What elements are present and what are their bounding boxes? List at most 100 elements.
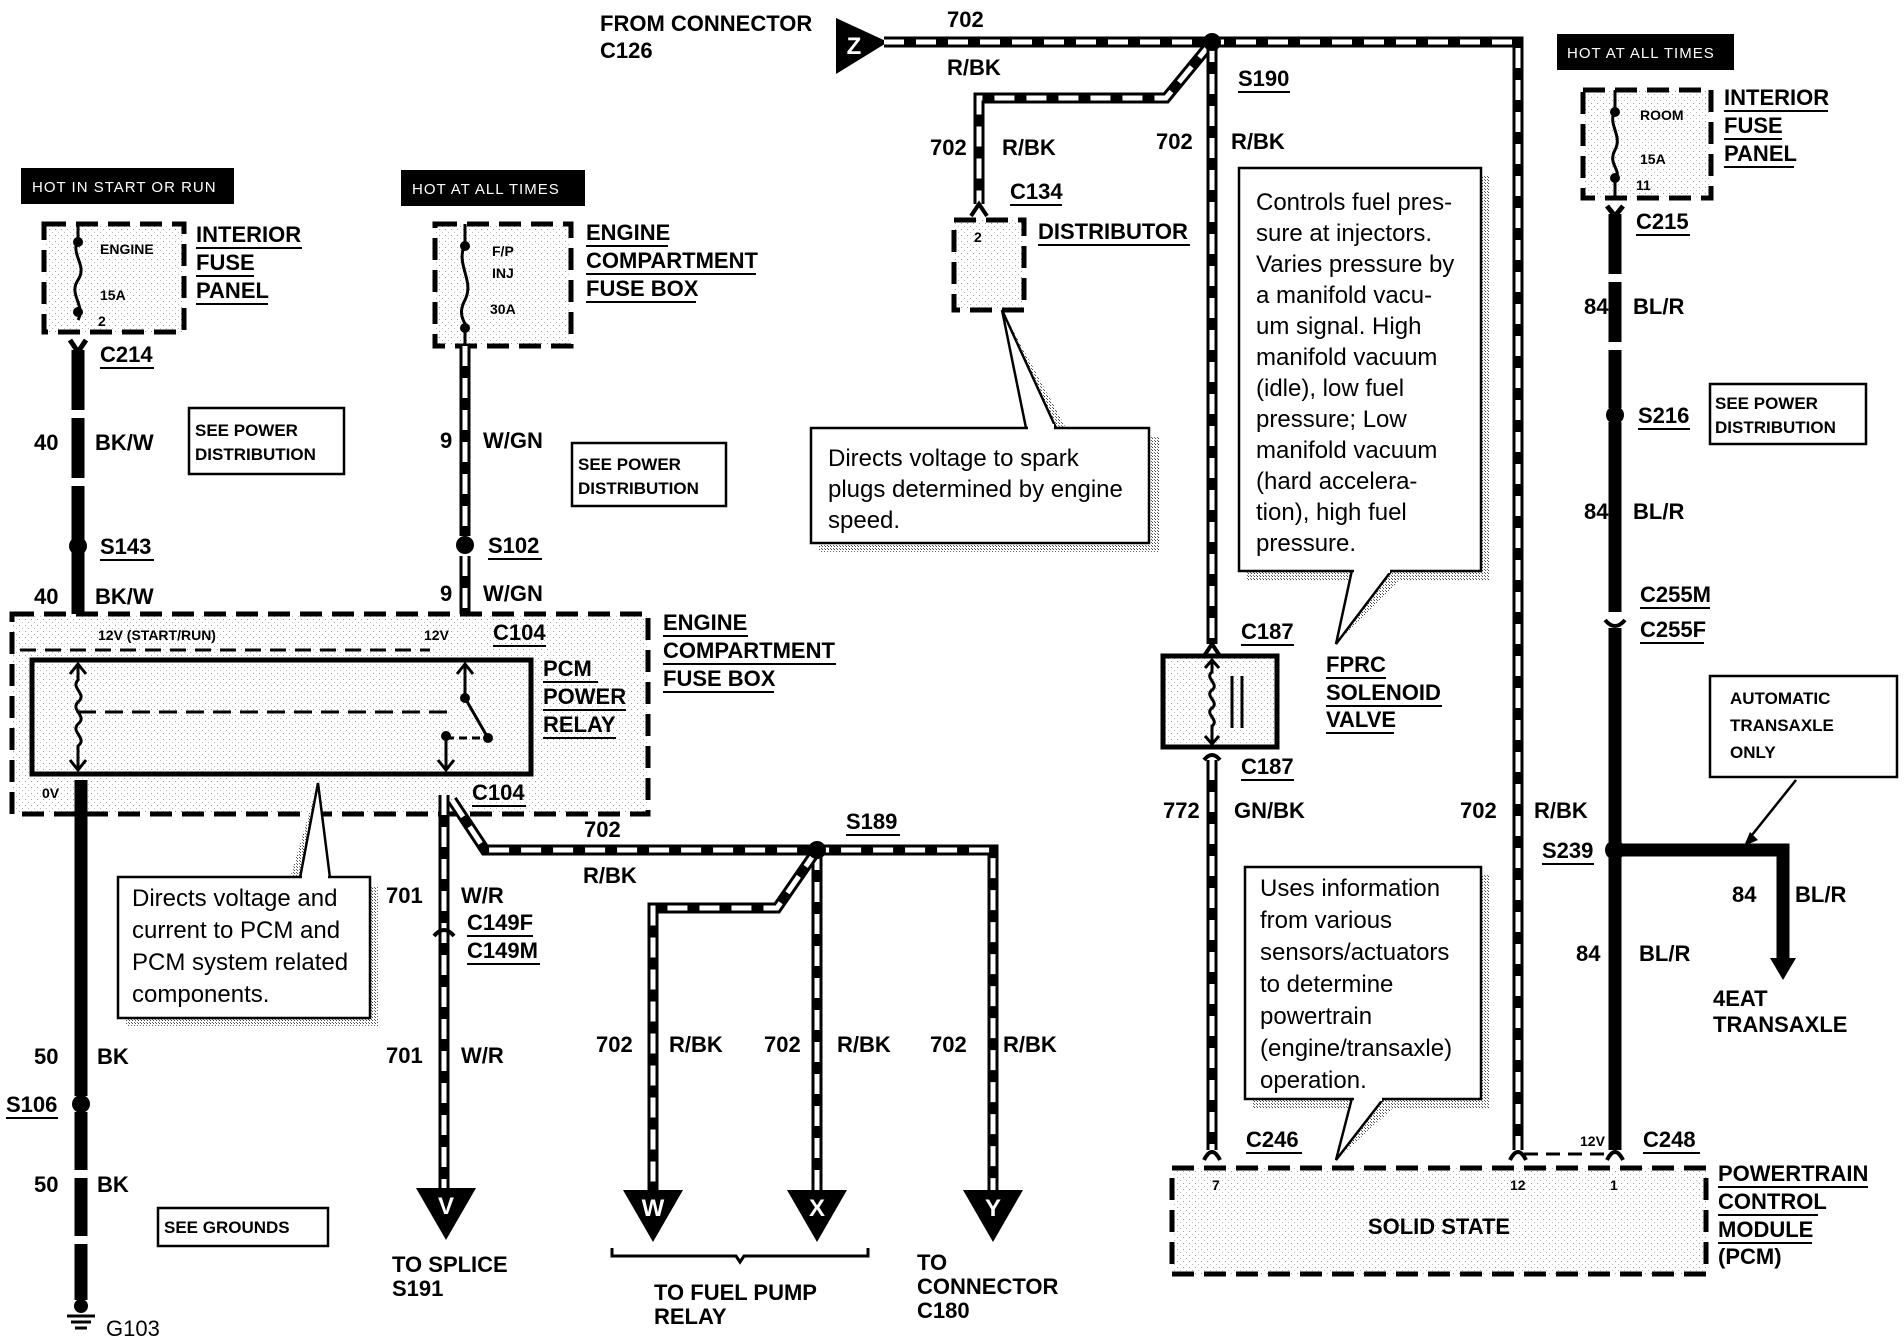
connector-x-icon: X <box>787 1190 847 1242</box>
svg-text:30A: 30A <box>490 301 516 317</box>
connector-c246: C246 <box>1246 1127 1299 1152</box>
svg-text:X: X <box>809 1195 825 1222</box>
powertrain-control-module: 7 12 1 SOLID STATE <box>1169 1165 1709 1277</box>
wire-color: R/BK <box>1002 135 1056 160</box>
svg-text:ONLY: ONLY <box>1730 743 1776 762</box>
connector-c149m: C149M <box>467 938 538 963</box>
svg-text:components.: components. <box>132 981 269 1008</box>
svg-text:COMPARTMENT: COMPARTMENT <box>663 638 835 663</box>
connector-c104-top: C104 <box>493 620 546 645</box>
svg-text:Directs voltage to spark: Directs voltage to spark <box>828 445 1080 472</box>
circuit-number: 40 <box>34 430 58 455</box>
wire-color: W/GN <box>483 428 543 453</box>
svg-text:15A: 15A <box>100 287 126 303</box>
engine-compartment-fuse-box-label-1: ENGINE COMPARTMENT FUSE BOX <box>586 220 758 303</box>
circuit-number: 702 <box>596 1032 633 1057</box>
wire-color: R/BK <box>1003 1032 1057 1057</box>
splice-s190: S190 <box>1238 66 1289 91</box>
svg-text:SOLID STATE: SOLID STATE <box>1368 1214 1510 1239</box>
circuit-number: 50 <box>34 1172 58 1197</box>
svg-text:Uses information: Uses information <box>1260 875 1440 902</box>
connector-c149f: C149F <box>467 910 533 935</box>
fprc-solenoid-valve-label: FPRC SOLENOID VALVE <box>1326 652 1442 734</box>
circuit-number: 772 <box>1163 798 1200 823</box>
circuit-number: 9 <box>440 428 452 453</box>
svg-text:SEE POWER: SEE POWER <box>195 421 298 440</box>
splice-s239-node <box>1605 840 1625 860</box>
circuit-number: 40 <box>34 584 58 609</box>
connector-c104-bottom: C104 <box>472 780 525 805</box>
svg-text:FUSE: FUSE <box>196 250 255 275</box>
svg-text:ENGINE: ENGINE <box>663 610 747 635</box>
svg-text:SOLENOID: SOLENOID <box>1326 680 1441 705</box>
svg-text:1: 1 <box>1610 1177 1618 1193</box>
circuit-number: 701 <box>386 883 423 908</box>
voltage-12v-start-run: 12V (START/RUN) <box>98 627 216 643</box>
circuit-number: 702 <box>584 817 621 842</box>
hot-at-all-times-label-2: HOT AT ALL TIMES <box>1557 34 1734 70</box>
svg-text:POWERTRAIN: POWERTRAIN <box>1718 1161 1868 1186</box>
see-power-distribution-note-1: SEE POWER DISTRIBUTION <box>187 406 346 476</box>
svg-text:SEE POWER: SEE POWER <box>1715 394 1818 413</box>
connector-z-icon: Z <box>836 18 888 74</box>
ground-g103-icon <box>67 1299 95 1330</box>
voltage-12v: 12V <box>424 627 450 643</box>
svg-text:sure at injectors.: sure at injectors. <box>1256 220 1432 247</box>
svg-text:SEE POWER: SEE POWER <box>578 455 681 474</box>
svg-text:AUTOMATIC: AUTOMATIC <box>1730 689 1830 708</box>
svg-text:INTERIOR: INTERIOR <box>1724 85 1829 110</box>
wire-color: R/BK <box>837 1032 891 1057</box>
svg-text:VALVE: VALVE <box>1326 707 1396 732</box>
circuit-number: 702 <box>930 1032 967 1057</box>
connector-c187-bottom: C187 <box>1241 754 1294 779</box>
svg-text:(hard accelera-: (hard accelera- <box>1256 468 1417 495</box>
wire-color: BK <box>97 1172 129 1197</box>
hot-in-start-run-label: HOT IN START OR RUN <box>21 168 234 204</box>
wire-color: R/BK <box>1231 129 1285 154</box>
to-4eat-transaxle: 4EAT <box>1713 986 1768 1011</box>
svg-text:11: 11 <box>1636 177 1651 193</box>
svg-text:PANEL: PANEL <box>196 278 269 303</box>
svg-text:manifold vacuum: manifold vacuum <box>1256 437 1437 464</box>
svg-text:current to PCM and: current to PCM and <box>132 917 340 944</box>
wire-color: R/BK <box>583 863 637 888</box>
splice-s216-node <box>1606 406 1624 424</box>
svg-text:HOT IN START OR RUN: HOT IN START OR RUN <box>32 179 217 196</box>
svg-text:DISTRIBUTION: DISTRIBUTION <box>195 445 316 464</box>
svg-text:INTERIOR: INTERIOR <box>196 222 301 247</box>
hot-at-all-times-label-1: HOT AT ALL TIMES <box>401 170 585 206</box>
svg-text:POWER: POWER <box>543 684 626 709</box>
wire-color: R/BK <box>669 1032 723 1057</box>
connector-c248: C248 <box>1643 1127 1696 1152</box>
wire-color: BK/W <box>95 584 154 609</box>
svg-text:HOT AT ALL TIMES: HOT AT ALL TIMES <box>412 181 560 198</box>
svg-text:Controls fuel pres-: Controls fuel pres- <box>1256 189 1452 216</box>
wire-84-blr <box>1603 204 1796 1150</box>
to-splice-s191: S191 <box>392 1276 443 1301</box>
circuit-number: 702 <box>947 7 984 32</box>
pcm-power-relay <box>29 657 534 777</box>
callout-pcm: Uses information from various sensors/ac… <box>1243 865 1489 1161</box>
circuit-number: 702 <box>1156 129 1193 154</box>
svg-text:ENGINE: ENGINE <box>100 241 154 257</box>
wire-40-bkw <box>67 338 89 655</box>
from-connector-c126: FROM CONNECTOR <box>600 11 812 36</box>
voltage-12v: 12V <box>1580 1133 1606 1149</box>
connector-c255f: C255F <box>1640 617 1706 642</box>
svg-text:ROOM: ROOM <box>1640 107 1684 123</box>
pcm-label: POWERTRAIN CONTROL MODULE (PCM) <box>1718 1161 1868 1269</box>
svg-text:COMPARTMENT: COMPARTMENT <box>586 248 758 273</box>
svg-text:Z: Z <box>847 33 862 60</box>
to-4eat-transaxle: TRANSAXLE <box>1713 1012 1847 1037</box>
svg-text:manifold vacuum: manifold vacuum <box>1256 344 1437 371</box>
svg-text:Directs voltage and: Directs voltage and <box>132 885 337 912</box>
engine-compartment-fuse-box-label-2: ENGINE COMPARTMENT FUSE BOX <box>663 610 836 693</box>
svg-text:FUSE: FUSE <box>1724 113 1783 138</box>
svg-text:(idle), low fuel: (idle), low fuel <box>1256 375 1404 402</box>
distributor-label: DISTRIBUTOR <box>1038 219 1188 244</box>
from-connector-c126: C126 <box>600 38 653 63</box>
svg-text:speed.: speed. <box>828 507 900 534</box>
svg-text:TRANSAXLE: TRANSAXLE <box>1730 716 1834 735</box>
svg-text:pressure; Low: pressure; Low <box>1256 406 1407 433</box>
